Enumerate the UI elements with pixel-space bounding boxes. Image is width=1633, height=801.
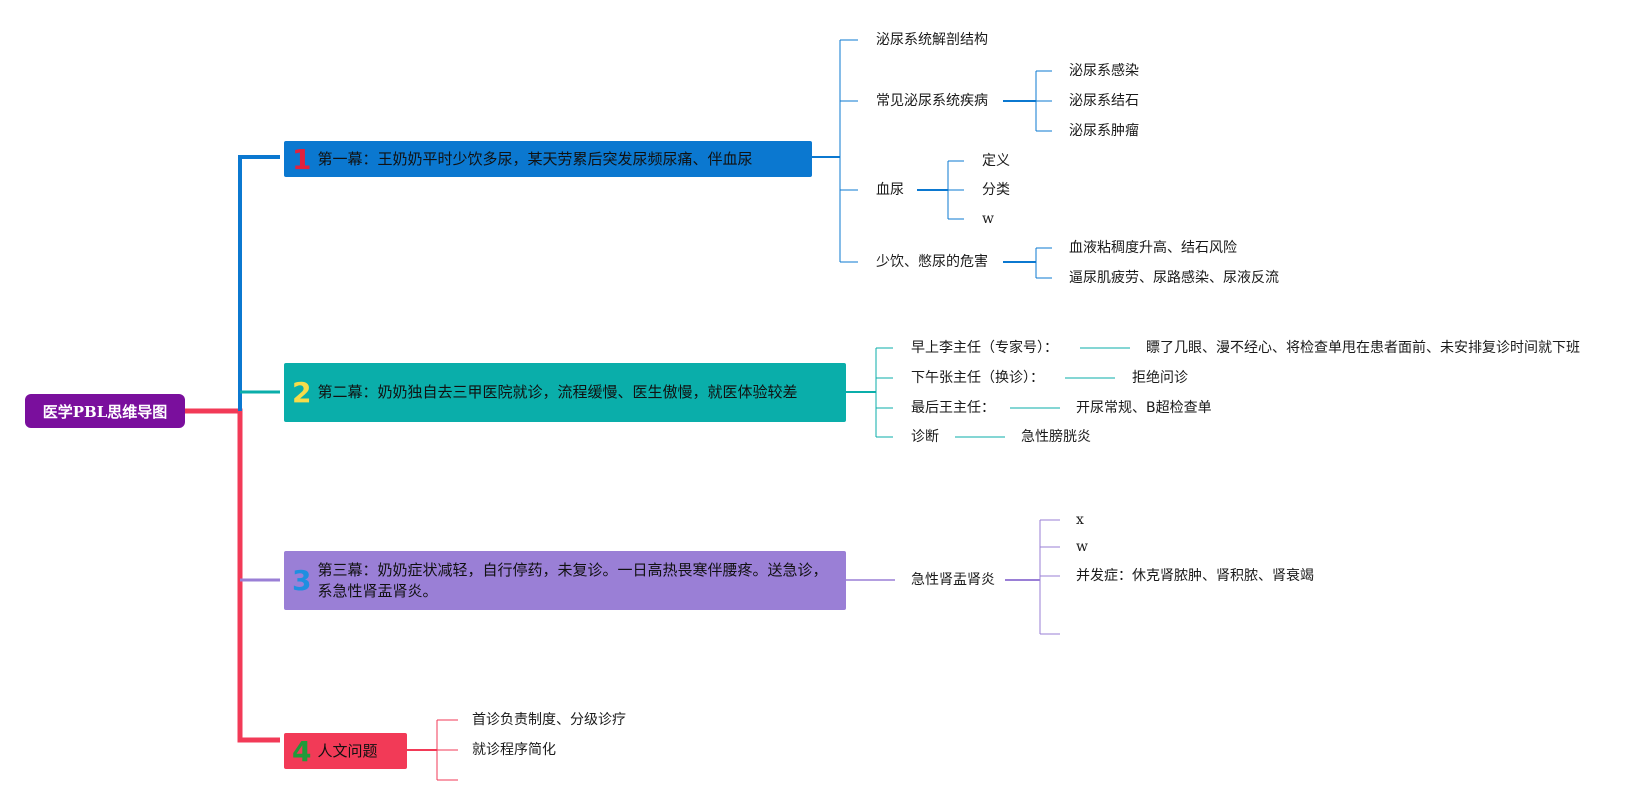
topic-3-label: 第三幕：奶奶症状减轻，自行停药，未复诊。一日高热畏寒伴腰疼。送急诊，系急性肾盂肾…	[317, 560, 828, 600]
leaf-director-li-detail[interactable]: 瞟了几眼、漫不经心、将检查单甩在患者面前、未安排复诊时间就下班	[1146, 340, 1580, 356]
subtopic-director-li[interactable]: 早上李主任（专家号）：	[911, 340, 1058, 356]
subtopic-urinary-anatomy[interactable]: 泌尿系统解剖结构	[876, 32, 988, 48]
leaf-director-wang-detail[interactable]: 开尿常规、B超检查单	[1076, 400, 1212, 416]
leaf-hematuria-w[interactable]: w	[982, 211, 994, 227]
topic-2[interactable]: 2 第二幕：奶奶独自去三甲医院就诊，流程缓慢、医生傲慢，就医体验较差	[284, 363, 846, 422]
topic-1[interactable]: 1 第一幕：王奶奶平时少饮多尿，某天劳累后突发尿频尿痛、伴血尿	[284, 141, 812, 177]
subtopic-director-wang[interactable]: 最后王主任：	[911, 400, 995, 416]
subtopic-common-urinary-diseases[interactable]: 常见泌尿系统疾病	[876, 93, 988, 109]
topic-4[interactable]: 4 人文问题	[284, 733, 407, 769]
topic-4-number: 4	[292, 734, 312, 768]
subtopic-simplify-procedure[interactable]: 就诊程序简化	[472, 742, 556, 758]
subtopic-drinking-harm[interactable]: 少饮、憋尿的危害	[876, 254, 988, 270]
topic-3[interactable]: 3 第三幕：奶奶症状减轻，自行停药，未复诊。一日高热畏寒伴腰疼。送急诊，系急性肾…	[284, 551, 846, 610]
topic-2-number: 2	[292, 376, 312, 409]
leaf-hematuria-definition[interactable]: 定义	[982, 153, 1010, 169]
leaf-director-zhang-detail[interactable]: 拒绝问诊	[1132, 370, 1188, 386]
root-node[interactable]: 医学PBL思维导图	[25, 394, 185, 428]
leaf-pyelonephritis-x[interactable]: x	[1076, 512, 1084, 528]
topic-4-label: 人文问题	[317, 741, 378, 760]
subtopic-first-visit-responsibility[interactable]: 首诊负责制度、分级诊疗	[472, 712, 626, 728]
leaf-hematuria-classification[interactable]: 分类	[982, 182, 1010, 198]
leaf-detrusor-fatigue[interactable]: 逼尿肌疲劳、尿路感染、尿液反流	[1069, 270, 1279, 286]
leaf-blood-viscosity[interactable]: 血液粘稠度升高、结石风险	[1069, 240, 1237, 256]
leaf-urinary-tumor[interactable]: 泌尿系肿瘤	[1069, 123, 1139, 139]
leaf-urinary-infection[interactable]: 泌尿系感染	[1069, 63, 1139, 79]
subtopic-acute-pyelonephritis[interactable]: 急性肾盂肾炎	[911, 572, 995, 588]
leaf-pyelonephritis-w[interactable]: w	[1076, 539, 1088, 555]
leaf-diagnosis-detail[interactable]: 急性膀胱炎	[1021, 429, 1091, 445]
subtopic-director-zhang[interactable]: 下午张主任（换诊）：	[911, 370, 1044, 386]
topic-1-number: 1	[292, 142, 312, 176]
subtopic-diagnosis[interactable]: 诊断	[911, 429, 939, 445]
leaf-pyelonephritis-complications[interactable]: 并发症：休克肾脓肿、肾积脓、肾衰竭	[1076, 568, 1314, 584]
leaf-urinary-stones[interactable]: 泌尿系结石	[1069, 93, 1139, 109]
topic-1-label: 第一幕：王奶奶平时少饮多尿，某天劳累后突发尿频尿痛、伴血尿	[317, 149, 753, 168]
subtopic-hematuria[interactable]: 血尿	[876, 182, 904, 198]
topic-3-number: 3	[292, 564, 312, 597]
topic-2-label: 第二幕：奶奶独自去三甲医院就诊，流程缓慢、医生傲慢，就医体验较差	[317, 383, 798, 401]
